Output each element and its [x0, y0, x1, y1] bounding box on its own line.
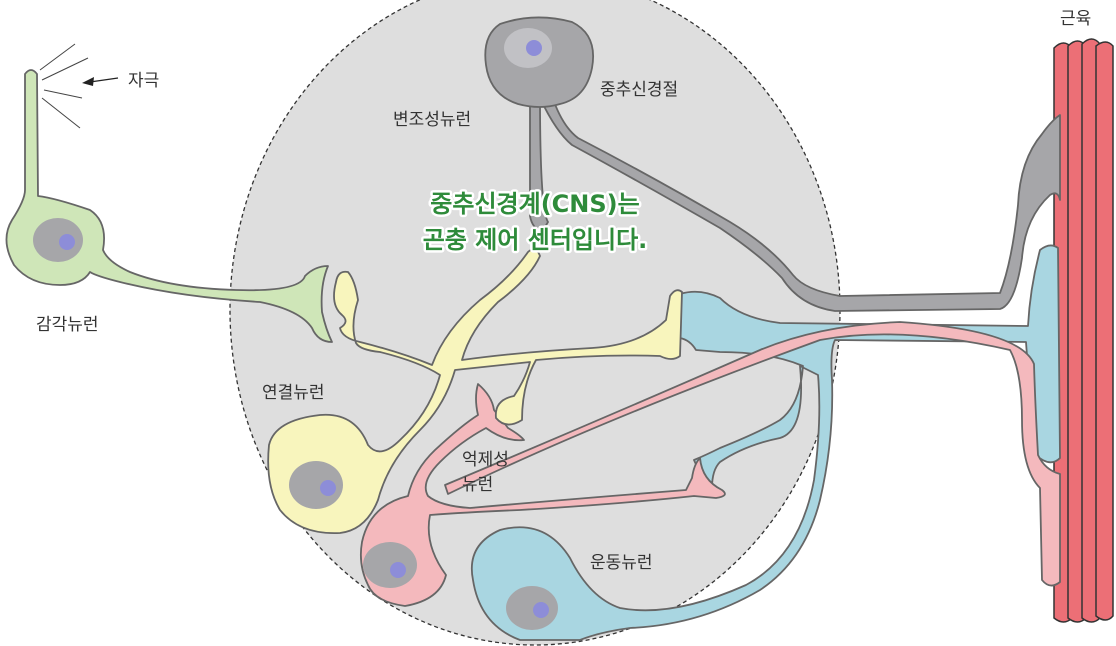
central-ganglion-label: 중추신경절	[600, 80, 678, 100]
inhibitory-neuron-label-2: 뉴런	[462, 475, 493, 495]
interneuron	[267, 248, 683, 535]
modulatory-neuron	[484, 16, 1061, 312]
motor-neuron	[471, 244, 1061, 641]
muscle	[1053, 38, 1114, 623]
inhibitory-neuron	[359, 321, 1061, 607]
modulatory-neuron-label: 변조성뉴런	[393, 110, 471, 130]
title-line-1: 중추신경계(CNS)는	[430, 190, 639, 218]
stimulus-label: 자극	[128, 71, 159, 91]
stimulus-arrow-icon	[82, 77, 119, 86]
sensory-neuron	[5, 69, 333, 343]
interneuron-label: 연결뉴런	[262, 383, 325, 403]
sensory-neuron-label: 감각뉴런	[36, 315, 99, 335]
muscle-label: 근육	[1060, 9, 1091, 29]
stimulus-rays	[39, 43, 89, 129]
title-line-2: 곤충 제어 센터입니다.	[423, 226, 648, 254]
motor-neuron-label: 운동뉴런	[590, 553, 653, 573]
inhibitory-neuron-label-1: 억제성	[462, 450, 509, 470]
